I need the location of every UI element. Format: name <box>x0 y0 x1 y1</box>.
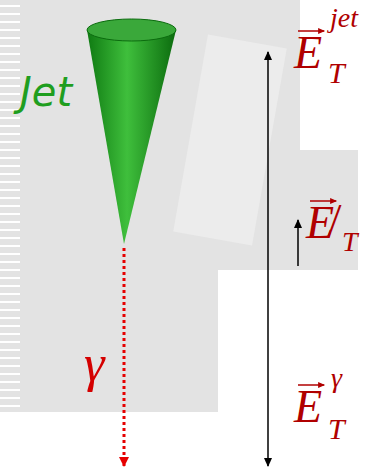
backdrop-stripes <box>0 6 20 406</box>
jet-cone <box>87 30 176 244</box>
backdrop-panel <box>173 35 287 246</box>
subscript: T <box>342 228 358 256</box>
jet-et-arrow <box>267 52 269 266</box>
missing-et-arrow <box>297 220 299 266</box>
jet-cone-top <box>87 19 176 41</box>
energy-symbol: E <box>294 30 322 76</box>
photon-arrow <box>123 248 126 466</box>
missing-energy-symbol: E̸ <box>306 200 334 246</box>
subscript: T <box>328 58 345 88</box>
jet-label: Jet <box>20 72 72 112</box>
superscript: jet <box>330 4 358 32</box>
energy-symbol: E <box>294 384 322 430</box>
subscript: T <box>328 414 345 444</box>
superscript: γ <box>331 364 342 392</box>
photon-et-arrow <box>267 266 269 466</box>
photon-symbol: γ <box>84 338 105 390</box>
backdrop <box>0 0 358 412</box>
